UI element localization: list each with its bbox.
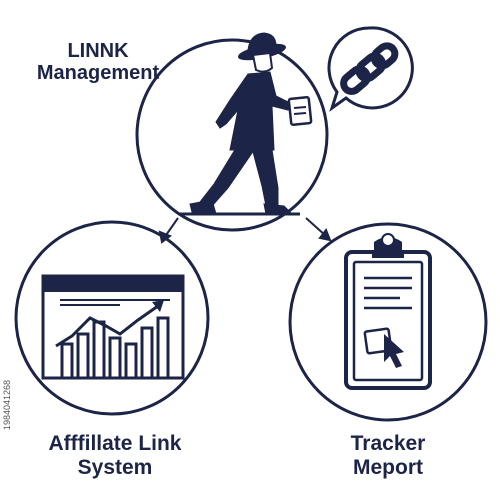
left-circle <box>14 220 210 416</box>
walking-man-icon <box>180 32 313 216</box>
label-top-line-1: LINNK <box>67 40 129 62</box>
label-top-line-2: Management <box>36 62 160 85</box>
chain-link-icon <box>327 26 414 112</box>
arrow-to-left <box>158 217 179 244</box>
right-circle <box>288 222 488 422</box>
label-right-line-2: Meport <box>353 455 423 479</box>
label-right-line-1: Tracker <box>350 432 426 455</box>
stock-id-watermark: 1984041268 <box>2 380 12 431</box>
browser-chart-icon <box>41 274 185 380</box>
clipboard-report-icon <box>344 233 432 390</box>
label-left-line-2: System <box>77 455 153 479</box>
label-left-line-1: Afffillate Link <box>48 432 182 455</box>
top-circle <box>135 38 329 232</box>
label-affiliate-link-system: Afffillate Link System <box>20 432 210 479</box>
label-link-management: LINNK Management <box>18 40 178 85</box>
label-tracker-report: Tracker Meport <box>318 432 458 479</box>
arrow-to-right <box>305 217 332 242</box>
